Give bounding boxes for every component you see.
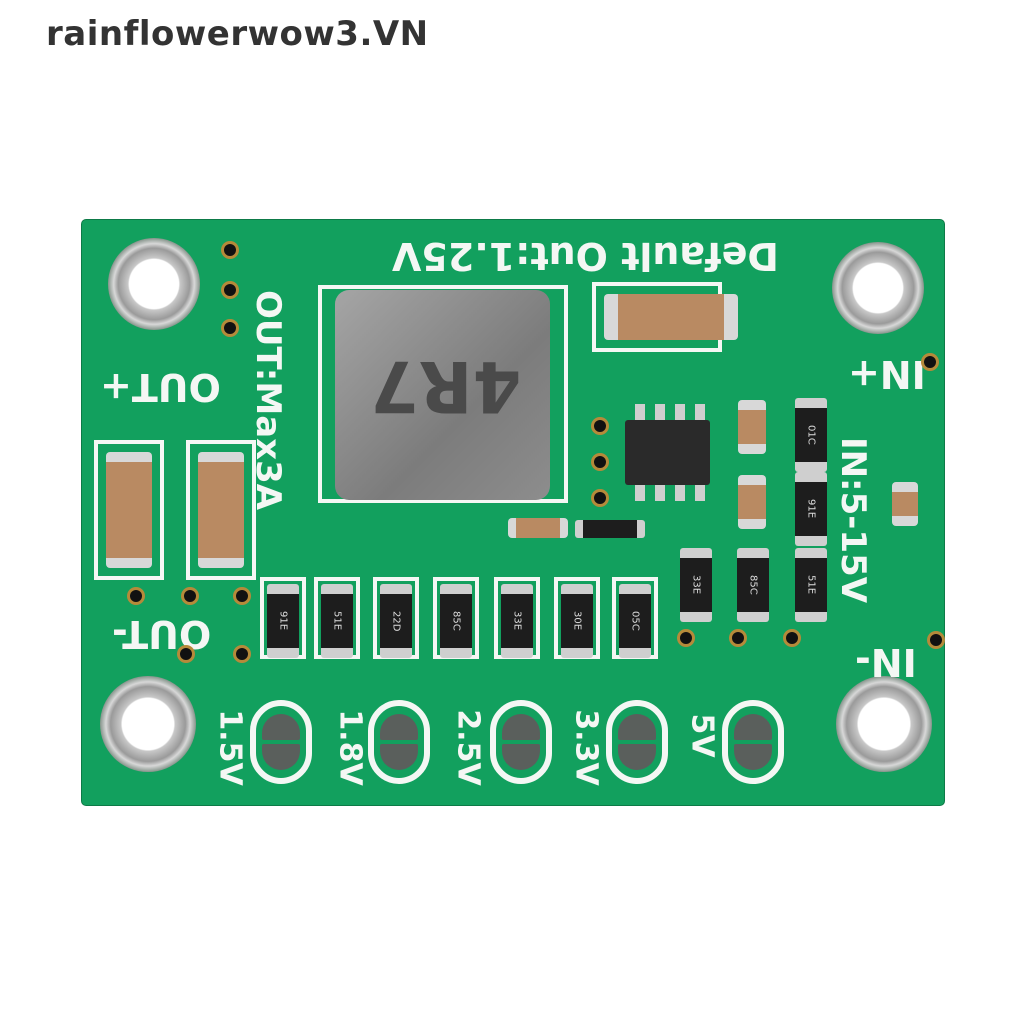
jumper-label-1-8v: 1.8V (332, 709, 368, 786)
resistor: 05C (619, 584, 651, 658)
via (786, 632, 798, 644)
via (680, 632, 692, 644)
out-minus-label: OUT- (112, 612, 212, 656)
via (594, 492, 606, 504)
resistor: 51E (795, 548, 827, 622)
resistor: 33E (501, 584, 533, 658)
small-capacitor (738, 475, 766, 529)
ic-pin (695, 485, 705, 501)
ic-pin (655, 404, 665, 420)
output-capacitor-2 (198, 452, 244, 568)
resistor: 30E (561, 584, 593, 658)
jumper-1-5v[interactable] (250, 700, 312, 784)
ic-pin (695, 404, 705, 420)
small-capacitor (508, 518, 568, 538)
jumper-label-5v: 5V (684, 713, 720, 758)
inductor (335, 290, 550, 500)
watermark-text: rainflowerwow3.VN (46, 14, 429, 54)
resistor: 01C (795, 398, 827, 472)
ic-pin (675, 485, 685, 501)
via (594, 456, 606, 468)
small-capacitor (738, 400, 766, 454)
resistor: 85C (440, 584, 472, 658)
via (130, 590, 142, 602)
via (236, 590, 248, 602)
small-capacitor (892, 482, 918, 526)
out-plus-label: OUT+ (100, 365, 221, 409)
inductor-outline (318, 285, 568, 503)
regulator-ic (625, 420, 710, 485)
mounting-hole-bottom-right (836, 676, 932, 772)
jumper-1-8v[interactable] (368, 700, 430, 784)
cap-outline-1 (94, 440, 164, 580)
resistor: 22D (380, 584, 412, 658)
mounting-hole-top-right (832, 242, 924, 334)
resistor: 91E (267, 584, 299, 658)
mounting-hole-bottom-left (100, 676, 196, 772)
via (180, 648, 192, 660)
via (236, 648, 248, 660)
via (224, 284, 236, 296)
resistor: 85C (737, 548, 769, 622)
default-out-label: Default Out:1.25V (392, 234, 779, 278)
jumper-5v[interactable] (722, 700, 784, 784)
resistor (575, 520, 645, 538)
ic-pin (655, 485, 665, 501)
via (224, 244, 236, 256)
resistor: 33E (680, 548, 712, 622)
inductor-marking: 4R7 (370, 345, 522, 427)
jumper-2-5v[interactable] (490, 700, 552, 784)
ic-pin (635, 404, 645, 420)
jumper-label-2-5v: 2.5V (450, 709, 486, 786)
ic-pin (675, 404, 685, 420)
via (732, 632, 744, 644)
input-range-label: IN:5-15V (833, 436, 874, 604)
via (594, 420, 606, 432)
mounting-hole-top-left (108, 238, 200, 330)
jumper-label-1-5v: 1.5V (212, 709, 248, 786)
resistor: 51E (321, 584, 353, 658)
in-plus-label: IN+ (848, 352, 926, 396)
jumper-label-3-3v: 3.3V (568, 709, 604, 786)
via (930, 634, 942, 646)
via (924, 356, 936, 368)
input-capacitor (604, 294, 738, 340)
in-minus-label: IN- (855, 640, 917, 684)
via (224, 322, 236, 334)
output-capacitor-1 (106, 452, 152, 568)
jumper-3-3v[interactable] (606, 700, 668, 784)
resistor: 91E (795, 472, 827, 546)
cap-outline-2 (186, 440, 256, 580)
via (184, 590, 196, 602)
ic-pin (635, 485, 645, 501)
